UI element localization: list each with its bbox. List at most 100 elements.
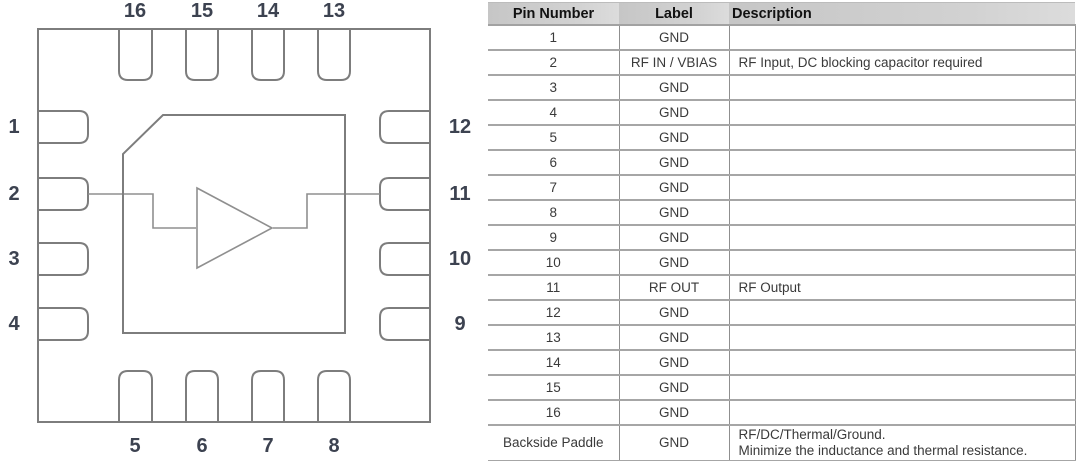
thermal-paddle-outline — [122, 114, 346, 334]
pin-pad — [38, 242, 89, 276]
pin-label-3: 3 — [8, 248, 20, 270]
pin-pad — [379, 110, 430, 144]
amplifier-icon — [196, 186, 274, 270]
pin-pad — [118, 29, 153, 81]
pin-number-cell: 14 — [488, 350, 619, 376]
description-cell — [729, 400, 1076, 426]
pin-label-5: 5 — [129, 435, 141, 457]
pin-number-cell: 16 — [488, 400, 619, 426]
pin-label-cell: RF IN / VBIAS — [618, 50, 730, 76]
table-row: 16 GND — [488, 400, 1076, 426]
description-cell — [729, 100, 1076, 126]
package-drawing — [37, 28, 431, 423]
table-row: 2 RF IN / VBIAS RF Input, DC blocking ca… — [488, 50, 1076, 76]
pin-label-cell: GND — [618, 375, 730, 401]
pin-number-cell: 13 — [488, 325, 619, 351]
table-row: 8 GND — [488, 200, 1076, 226]
column-header-pin-number: Pin Number — [488, 2, 619, 26]
table-row: 6 GND — [488, 150, 1076, 176]
pin-pad — [251, 29, 285, 81]
pin-label-cell: GND — [618, 100, 730, 126]
pin-pad — [38, 307, 89, 341]
table-row: 15 GND — [488, 375, 1076, 401]
column-header-description: Description — [729, 2, 1075, 26]
pin-label-cell: GND — [618, 25, 730, 51]
description-cell: RF Output — [729, 275, 1076, 301]
pin-label-cell: GND — [618, 150, 730, 176]
description-cell — [729, 200, 1076, 226]
description-cell — [729, 25, 1076, 51]
pin-label-6: 6 — [196, 435, 208, 457]
table-row: 7 GND — [488, 175, 1076, 201]
table-row: 12 GND — [488, 300, 1076, 326]
output-trace — [273, 193, 380, 229]
table-row: 9 GND — [488, 225, 1076, 251]
pin-number-cell: 4 — [488, 100, 619, 126]
pin-table: Pin Number Label Description 1 GND 2 RF … — [488, 2, 1076, 461]
description-cell — [729, 300, 1076, 326]
pin-number-cell: 10 — [488, 250, 619, 276]
pin-label-cell: GND — [618, 200, 730, 226]
description-cell — [729, 350, 1076, 376]
input-trace — [88, 193, 196, 229]
table-row: 14 GND — [488, 350, 1076, 376]
pin-number-cell: 7 — [488, 175, 619, 201]
pin-pad — [379, 307, 430, 341]
table-row-backside-paddle: Backside Paddle GND RF/DC/Thermal/Ground… — [488, 425, 1076, 461]
table-row: 13 GND — [488, 325, 1076, 351]
table-row: 1 GND — [488, 25, 1076, 51]
pin-number-cell: 1 — [488, 25, 619, 51]
pin-label-cell: GND — [618, 325, 730, 351]
table-row: 5 GND — [488, 125, 1076, 151]
table-row: 11 RF OUT RF Output — [488, 275, 1076, 301]
pin-pad — [379, 242, 430, 276]
table-row: 3 GND — [488, 75, 1076, 101]
pin-label-cell: GND — [618, 125, 730, 151]
pin-number-cell: 2 — [488, 50, 619, 76]
pin-number-cell: 9 — [488, 225, 619, 251]
pin-label-15: 15 — [190, 0, 214, 22]
description-cell: RF/DC/Thermal/Ground. Minimize the induc… — [729, 425, 1076, 461]
pin-pad — [118, 370, 153, 422]
pin-pad — [38, 110, 89, 144]
table-header-row: Pin Number Label Description — [488, 2, 1075, 26]
pin-number-cell: 5 — [488, 125, 619, 151]
pin-label-13: 13 — [322, 0, 346, 22]
pin-number-cell: 8 — [488, 200, 619, 226]
pin-pad — [185, 370, 219, 422]
pin-label-cell: GND — [618, 175, 730, 201]
pin-number-cell: 15 — [488, 375, 619, 401]
description-cell — [729, 325, 1076, 351]
column-header-label: Label — [619, 2, 729, 26]
pin-description-table: Pin Number Label Description 1 GND 2 RF … — [488, 2, 1078, 461]
pin-label-cell: GND — [618, 300, 730, 326]
pin-label-cell: GND — [618, 400, 730, 426]
package-pinout-diagram: 16 15 14 13 1 2 3 4 12 11 10 9 5 6 7 8 — [0, 0, 482, 461]
pin-pad — [185, 29, 219, 81]
pin-label-cell: GND — [618, 425, 730, 461]
description-cell — [729, 75, 1076, 101]
description-cell: RF Input, DC blocking capacitor required — [729, 50, 1076, 76]
description-cell — [729, 250, 1076, 276]
pin-pad — [317, 370, 351, 422]
table-row: 4 GND — [488, 100, 1076, 126]
pin-label-7: 7 — [262, 435, 274, 457]
top-pin-pads — [118, 29, 351, 81]
description-cell — [729, 125, 1076, 151]
pin-label-8: 8 — [328, 435, 340, 457]
pin-number-cell: Backside Paddle — [488, 425, 619, 461]
description-cell — [729, 375, 1076, 401]
pin-label-cell: RF OUT — [618, 275, 730, 301]
pin-label-9: 9 — [454, 313, 466, 335]
pin-label-1: 1 — [8, 116, 20, 138]
pin-number-cell: 12 — [488, 300, 619, 326]
table-row: 10 GND — [488, 250, 1076, 276]
pin-label-2: 2 — [8, 183, 20, 205]
pin-pad — [251, 370, 285, 422]
description-cell — [729, 225, 1076, 251]
pin-number-cell: 6 — [488, 150, 619, 176]
pin-number-cell: 3 — [488, 75, 619, 101]
pin-label-14: 14 — [256, 0, 280, 22]
pin-number-cell: 11 — [488, 275, 619, 301]
